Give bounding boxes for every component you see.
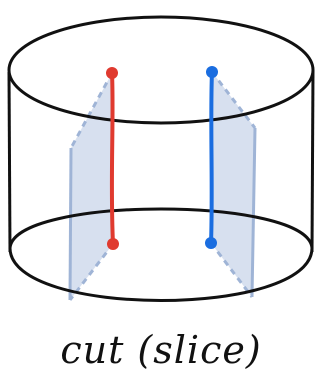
left-slice-outer-edge: [68, 147, 73, 301]
cylinder-bottom-front-arc: [8, 247, 314, 302]
red-cut-top-point: [106, 67, 118, 79]
right-slice-plane: [211, 72, 255, 297]
red-cut-line: [109, 72, 115, 245]
right-slice-bottom-edge: [209, 242, 254, 298]
cylinder-bottom-back-arc: [8, 207, 314, 249]
cylinder-top-ellipse: [7, 15, 315, 125]
red-cut-bottom-point: [107, 238, 119, 250]
caption: cut (slice): [60, 328, 262, 372]
cylinder-right-side: [310, 69, 315, 253]
left-slice-plane: [70, 73, 113, 300]
right-slice-outer-edge: [250, 127, 257, 298]
left-slice-bottom-edge: [68, 243, 115, 301]
blue-cut-line: [209, 71, 214, 244]
blue-cut-bottom-point: [205, 237, 217, 249]
left-slice-top-edge: [69, 72, 114, 149]
right-slice-top-edge: [210, 71, 257, 129]
cylinder-left-side: [7, 71, 12, 253]
blue-cut-top-point: [206, 66, 218, 78]
